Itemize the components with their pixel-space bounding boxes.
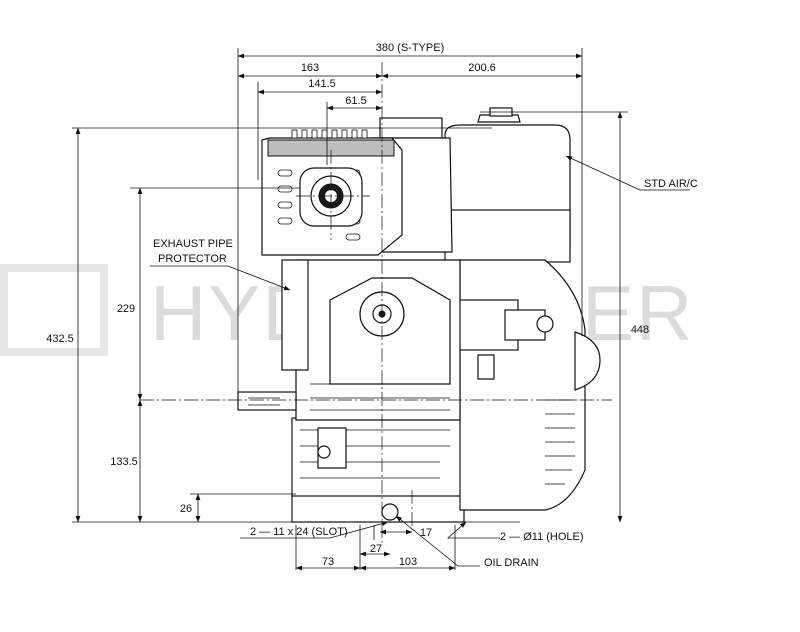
center-lines xyxy=(140,62,612,545)
dim-overall-width: 380 (S-TYPE) xyxy=(376,42,444,54)
starter-handle xyxy=(574,331,601,391)
fuel-cap xyxy=(477,114,521,123)
dimension-lines xyxy=(75,53,623,571)
watermark-logo xyxy=(0,264,108,356)
label-oil-drain: OIL DRAIN xyxy=(484,557,539,569)
dim-height-432: 432.5 xyxy=(46,333,74,345)
label-protector: PROTECTOR xyxy=(158,253,227,265)
engine-illustration xyxy=(237,107,601,523)
callout-labels: EXHAUST PIPE PROTECTOR STD AIR/C 2 — 11 … xyxy=(153,178,698,569)
dim-height-229: 229 xyxy=(117,303,135,315)
dim-slot-27: 27 xyxy=(370,543,382,555)
dim-offset-141: 141.5 xyxy=(308,78,336,90)
dim-height-26: 26 xyxy=(180,503,192,515)
dim-right-width: 200.6 xyxy=(468,62,496,74)
label-hole: 2 — Ø11 (HOLE) xyxy=(500,531,584,543)
dim-height-133: 133.5 xyxy=(110,456,138,468)
label-slot: 2 — 11 x 24 (SLOT) xyxy=(250,526,348,538)
label-exhaust-pipe: EXHAUST PIPE xyxy=(153,238,233,250)
dim-offset-61: 61.5 xyxy=(345,95,366,107)
dim-base-73: 73 xyxy=(322,556,334,568)
oil-drain-plug xyxy=(381,503,399,521)
label-std-air: STD AIR/C xyxy=(644,178,698,190)
fan-cover xyxy=(459,259,586,511)
dim-slot-spacing: 17 xyxy=(420,527,432,539)
engine-base xyxy=(291,493,465,523)
dim-left-width: 163 xyxy=(301,62,319,74)
dimension-labels: 380 (S-TYPE) 163 200.6 141.5 61.5 432.5 … xyxy=(46,42,649,568)
output-shaft xyxy=(237,391,297,411)
dim-base-103: 103 xyxy=(399,556,417,568)
leader-lines xyxy=(150,155,690,567)
dim-height-448: 448 xyxy=(631,324,649,336)
extension-lines xyxy=(72,48,628,570)
exhaust-pipe-protector xyxy=(281,259,309,371)
